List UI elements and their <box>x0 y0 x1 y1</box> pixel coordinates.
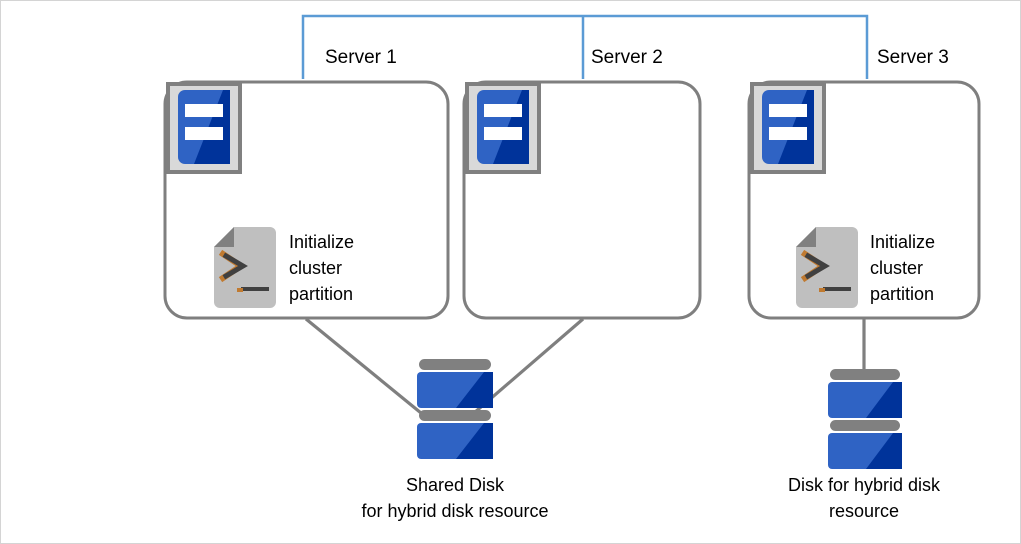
disk-stack-icon <box>417 359 493 459</box>
server-icon <box>166 82 242 174</box>
server-label-3: Server 3 <box>877 47 949 68</box>
server-label-2: Server 2 <box>591 47 663 68</box>
script-caption-line: cluster <box>289 258 343 278</box>
script-caption-line: partition <box>870 284 935 304</box>
server-icon <box>465 82 541 174</box>
disk-caption-line: Shared Disk <box>405 475 505 495</box>
script-caption-line: partition <box>289 284 354 304</box>
server-icon <box>750 82 826 174</box>
script-icon <box>214 227 276 308</box>
disk-caption-line: for hybrid disk resource <box>361 501 549 521</box>
server-label-1: Server 1 <box>325 47 397 68</box>
server-group-bracket <box>301 14 869 79</box>
script-caption-line: cluster <box>870 258 924 278</box>
disk-caption-line: resource <box>828 501 900 521</box>
script-caption-line: Initialize <box>289 232 355 252</box>
disk-stack-icon <box>828 369 902 469</box>
shared-disk-caption: Shared Disk for hybrid disk resource <box>305 472 605 524</box>
hybrid-disk-caption: Disk for hybrid disk resource <box>744 472 984 524</box>
disk-caption-line: Disk for hybrid disk <box>787 475 941 495</box>
connector-lines <box>304 317 866 415</box>
script-icon <box>796 227 858 308</box>
script-caption-line: Initialize <box>870 232 936 252</box>
script-caption-3: Initialize cluster partition <box>870 229 935 307</box>
script-caption-1: Initialize cluster partition <box>289 229 354 307</box>
